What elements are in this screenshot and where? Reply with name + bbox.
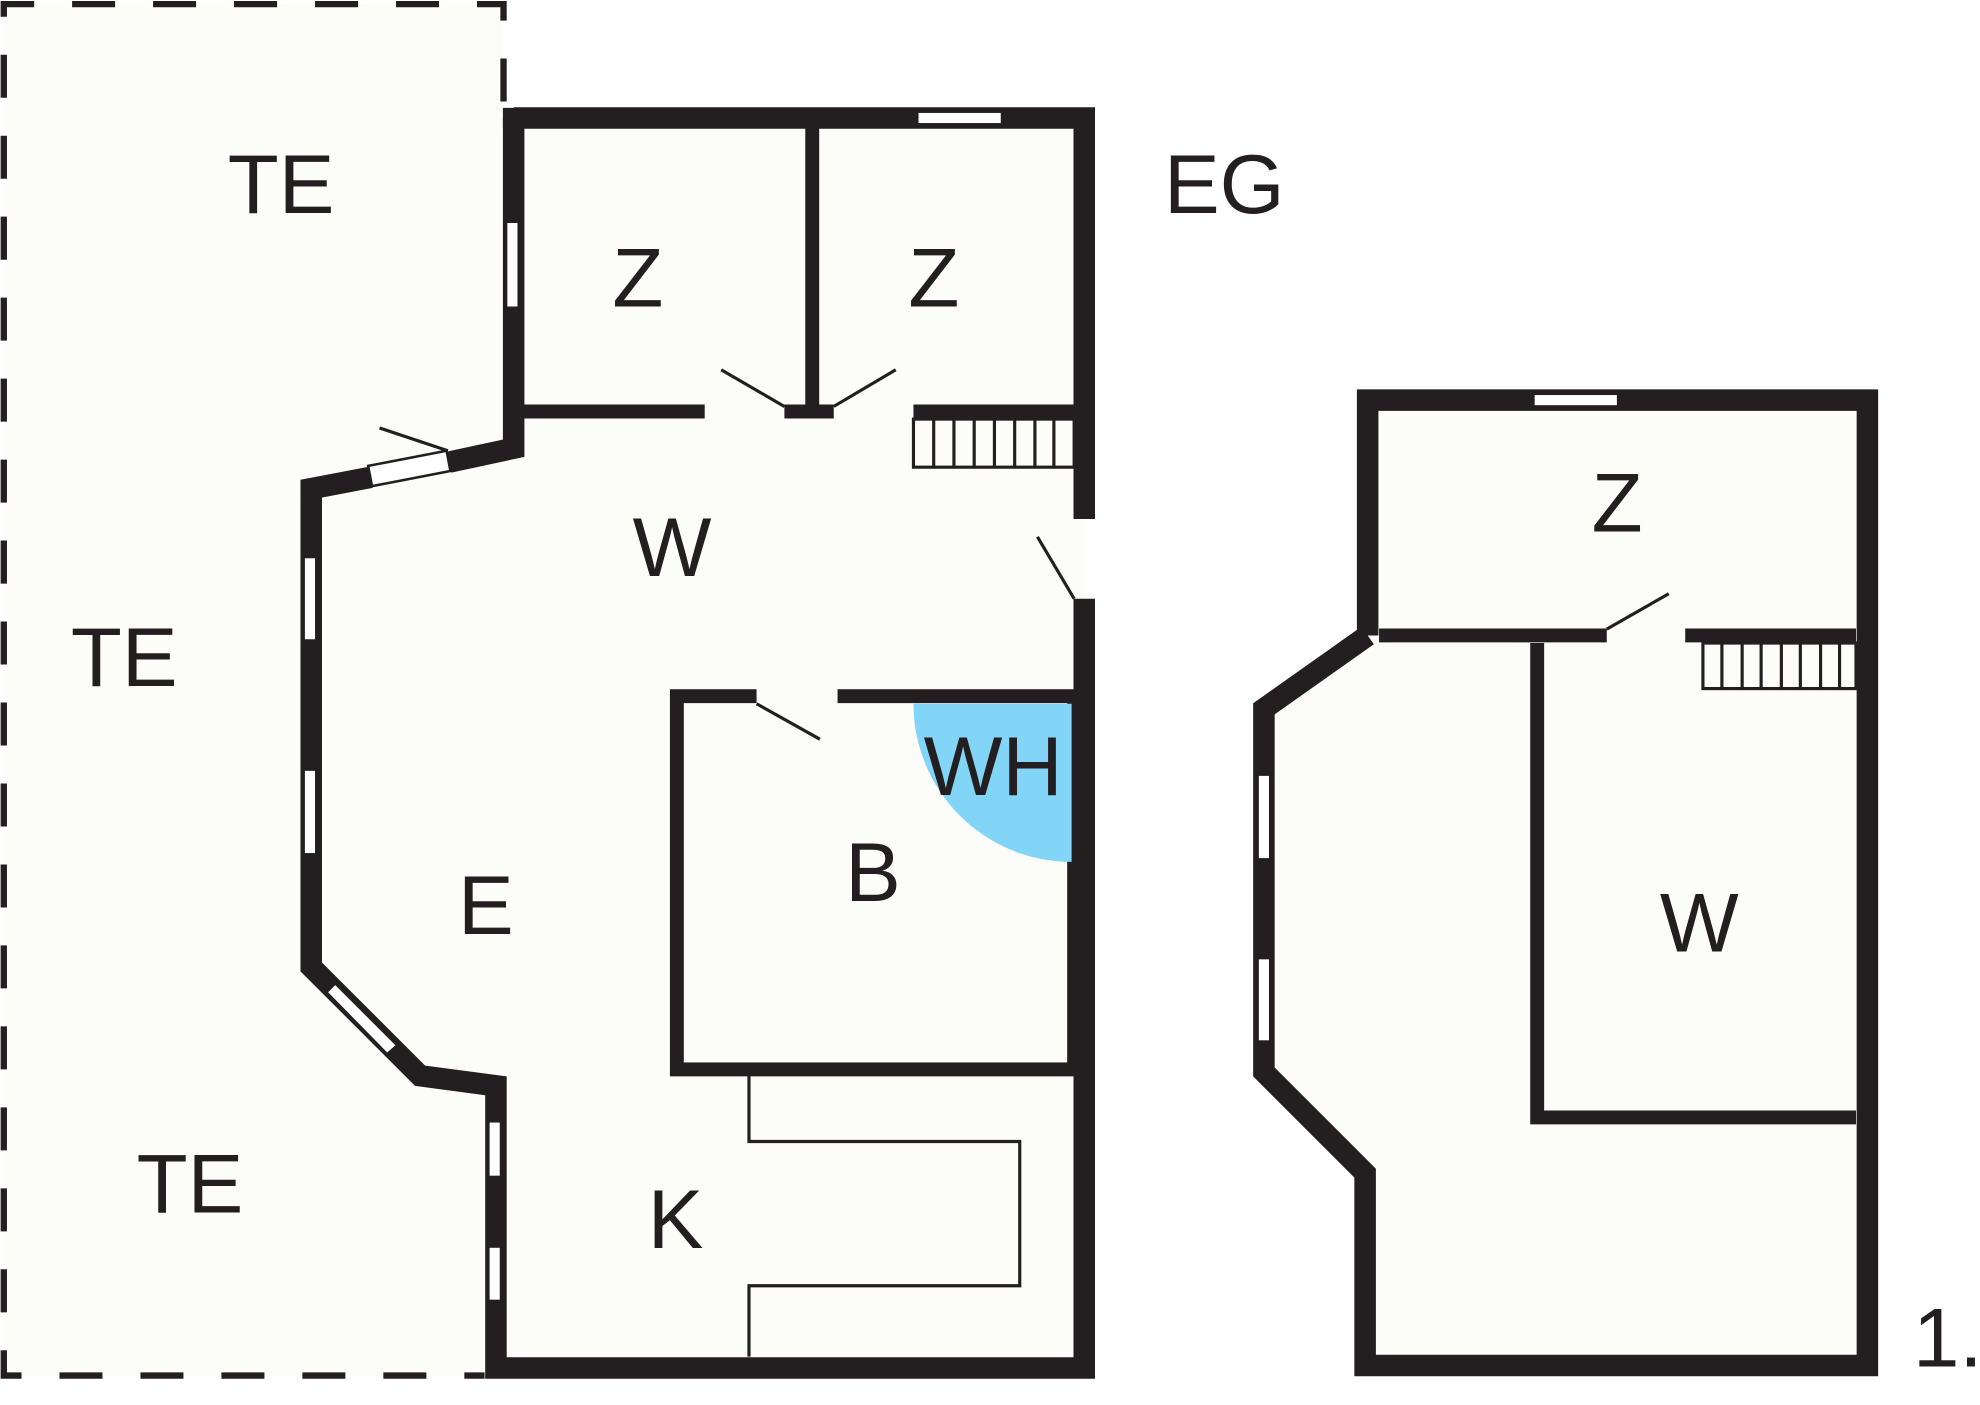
room-label-water-heater: WH [924, 719, 1063, 813]
room-label-bedroom: Z [612, 231, 663, 325]
room-label-bedroom: Z [1592, 456, 1643, 550]
terrace-label: TE [71, 610, 178, 704]
room-label-kitchen: K [648, 1172, 704, 1266]
floor-label: EG [1164, 137, 1285, 231]
room-label-entrance: E [458, 858, 514, 952]
water-heater-area [913, 703, 1072, 862]
upper-floor-plan: Z W [1253, 389, 1879, 1377]
stairs [911, 417, 1076, 469]
level-number: 1. [1913, 1291, 1980, 1385]
room-label-living: W [1660, 876, 1739, 970]
room-label-bathroom: B [845, 825, 901, 919]
ground-floor-plan: TE TE TE Z Z W E B WH K [71, 107, 1096, 1379]
room-label-living: W [633, 500, 712, 594]
room-label-bedroom: Z [908, 231, 959, 325]
terrace-label: TE [228, 137, 335, 231]
terrace-label: TE [137, 1136, 244, 1230]
stairs [1701, 641, 1858, 691]
